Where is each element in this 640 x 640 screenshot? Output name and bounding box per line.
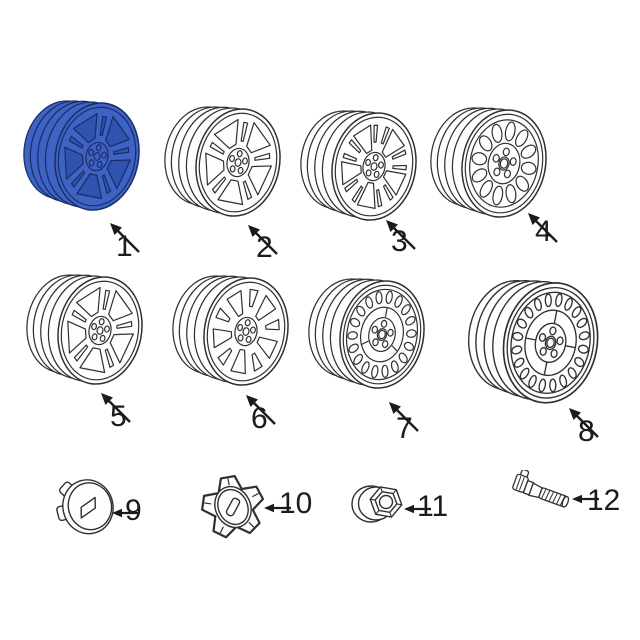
valve-stem-drawing: [512, 468, 586, 529]
leader-arrow-11: [404, 504, 431, 514]
part-label-8[interactable]: 8: [578, 415, 595, 448]
wheel-3-drawing: [291, 92, 431, 241]
part-item-7-wheel[interactable]: 7: [299, 260, 439, 444]
part-item-12-valve-stem[interactable]: 12: [512, 468, 620, 524]
center-cap-drawing: [55, 473, 125, 548]
part-label-2[interactable]: 2: [256, 231, 273, 264]
part-label-10[interactable]: 10: [279, 487, 313, 520]
part-item-6-wheel[interactable]: 6: [163, 257, 303, 434]
part-item-9-center-cap[interactable]: 9: [55, 473, 142, 543]
part-item-1-wheel[interactable]: 1: [14, 82, 154, 262]
part-item-8-wheel[interactable]: 8: [466, 268, 606, 447]
wheel-2-drawing: [155, 88, 295, 237]
part-item-10-center-cap-star[interactable]: 10: [197, 469, 312, 545]
wheel-8-drawing: [458, 259, 615, 426]
part-label-9[interactable]: 9: [125, 494, 142, 527]
leader-arrow-10: [264, 503, 291, 513]
leader-arrow-3: [386, 220, 416, 250]
wheel-6-drawing: [163, 257, 303, 406]
part-item-2-wheel[interactable]: 2: [155, 88, 295, 263]
part-label-3[interactable]: 3: [391, 225, 408, 258]
part-label-7[interactable]: 7: [396, 412, 413, 445]
part-label-5[interactable]: 5: [110, 400, 127, 433]
part-label-11[interactable]: 11: [417, 490, 449, 523]
part-label-4[interactable]: 4: [535, 215, 552, 248]
leader-arrow-8: [569, 408, 599, 438]
leader-arrow-12: [572, 494, 599, 504]
part-label-6[interactable]: 6: [251, 402, 268, 435]
leader-arrow-9: [112, 508, 139, 518]
wheel-4-drawing: [421, 89, 561, 238]
part-label-12[interactable]: 12: [587, 484, 621, 517]
leader-arrow-4: [528, 213, 558, 243]
leader-arrow-7: [389, 402, 419, 432]
leader-arrow-5: [101, 393, 131, 423]
part-item-11-wheel-nut[interactable]: 11: [349, 475, 448, 531]
center-cap-star-drawing: [197, 469, 273, 550]
leader-arrow-1: [110, 223, 140, 253]
part-item-3-wheel[interactable]: 3: [291, 92, 431, 257]
wheel-nut-drawing: [349, 475, 413, 536]
leader-arrow-6: [246, 395, 276, 425]
leader-arrow-2: [248, 225, 278, 255]
wheel-5-drawing: [17, 256, 157, 405]
wheel-7-drawing: [299, 260, 439, 409]
part-item-4-wheel[interactable]: 4: [421, 89, 561, 247]
wheel-1-drawing: [14, 82, 154, 231]
part-label-1[interactable]: 1: [116, 230, 133, 263]
part-item-5-wheel[interactable]: 5: [17, 256, 157, 432]
